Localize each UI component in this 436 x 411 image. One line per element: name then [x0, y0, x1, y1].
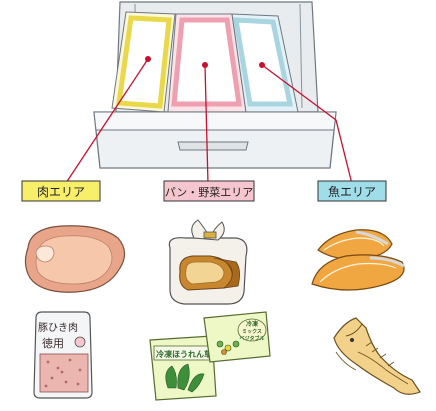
dried-fish-icon: [333, 317, 421, 395]
fish-leader-line: [261, 64, 353, 185]
salmon-icon: [311, 229, 405, 291]
pig-icon: [74, 336, 86, 348]
freezer-drawer: [63, 1, 353, 187]
fish-area-label: 魚エリア: [317, 180, 387, 202]
fish-slot: [231, 13, 299, 113]
meat-area-label: 肉エリア: [21, 180, 101, 202]
pork-label-line2: 徳用: [42, 337, 64, 350]
minced-pork-package: 豚ひき肉 徳用: [33, 311, 93, 399]
spinach-label: 冷凍ほうれん草: [156, 349, 212, 359]
frozen-mixed-veg-package: 冷凍 ミックス ベジタブル: [203, 311, 271, 363]
pork-label-line1: 豚ひき肉: [38, 321, 78, 334]
mixed-veg-line2: ミックス: [242, 328, 262, 335]
bread-veg-area-text: パン・野菜エリア: [165, 186, 254, 199]
meat-leader-line: [63, 58, 149, 187]
mixed-veg-line3: ベジタブル: [240, 335, 265, 342]
bread-veg-leader-line: [204, 64, 209, 185]
bread-icon: [168, 219, 248, 305]
mixed-veg-line1: 冷凍: [246, 320, 259, 328]
steak-icon: [24, 225, 126, 293]
fish-area-text: 魚エリア: [328, 185, 376, 199]
frozen-spinach-package: 冷凍ほうれん草: [149, 335, 217, 401]
bread-veg-area-label: パン・野菜エリア: [163, 180, 255, 202]
meat-area-text: 肉エリア: [37, 185, 85, 199]
